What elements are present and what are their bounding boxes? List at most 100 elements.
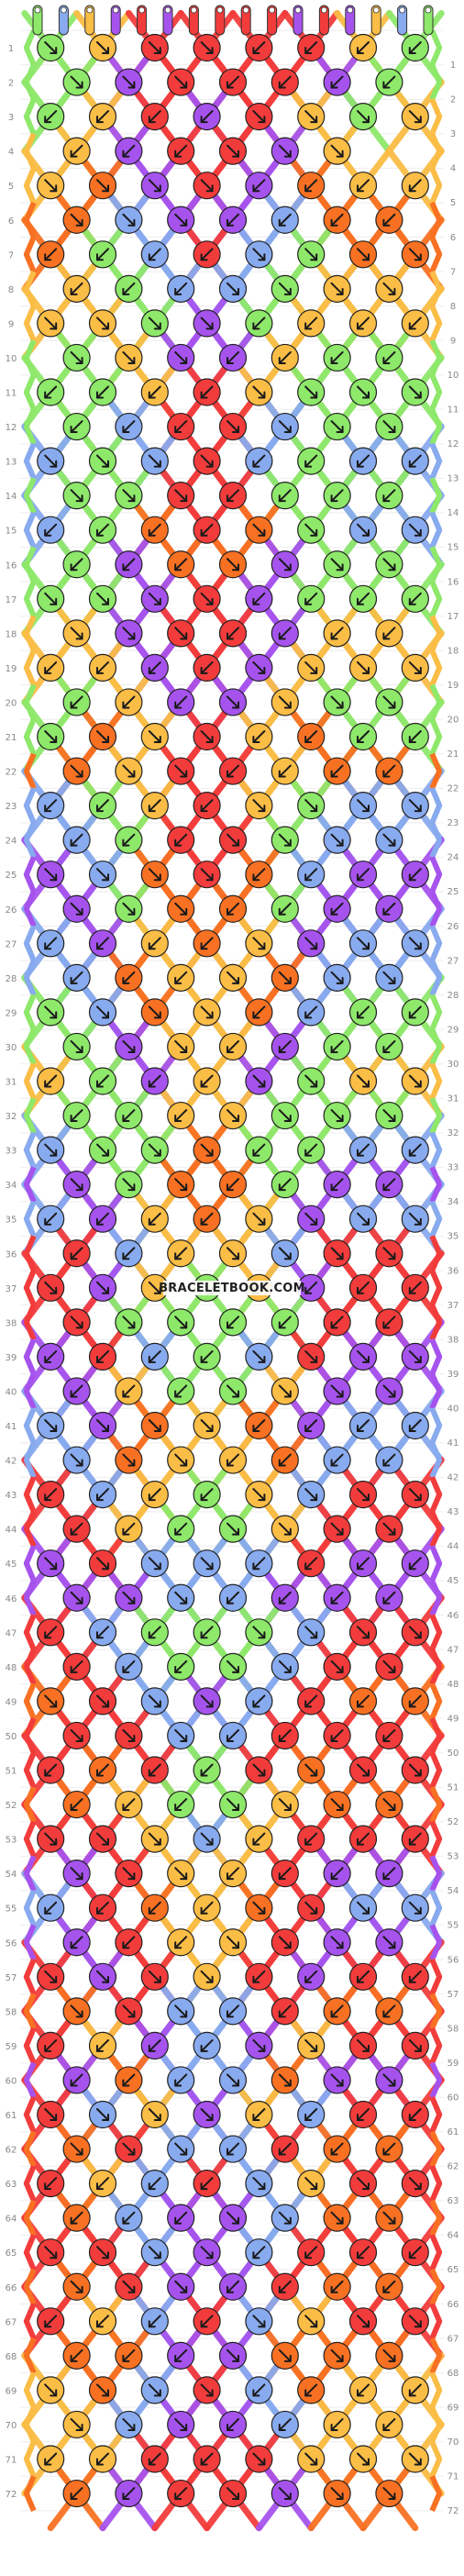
knot — [297, 1136, 326, 1164]
row-number-right: 65 — [447, 2265, 459, 2275]
knot — [88, 1273, 117, 1302]
string-end — [293, 5, 304, 36]
edge-strand — [23, 236, 37, 273]
row-number-right: 53 — [447, 1852, 459, 1862]
knot — [245, 722, 273, 751]
row-number-right: 38 — [447, 1335, 459, 1345]
knot — [218, 1032, 248, 1061]
edge-strand — [23, 994, 37, 1031]
knot — [297, 2376, 326, 2404]
knot — [115, 826, 143, 854]
knot — [140, 1756, 169, 1784]
edge-strand — [23, 2061, 37, 2099]
edge-strand — [23, 1889, 37, 1926]
edge-strand — [429, 1304, 443, 1341]
knot — [271, 757, 299, 785]
edge-strand — [23, 2199, 37, 2237]
knot — [375, 826, 403, 854]
edge-strand — [23, 1441, 37, 1479]
knot — [245, 1205, 273, 1233]
edge-strand — [23, 2268, 37, 2305]
knot — [140, 516, 169, 544]
edge-strand — [429, 1166, 443, 1204]
knot — [323, 205, 351, 234]
edge-strand — [429, 305, 443, 342]
string-end — [162, 5, 173, 36]
row-number-labels: 1122334455667788991010111112121313141415… — [6, 44, 459, 2516]
knot — [271, 2066, 299, 2094]
row-number-left: 46 — [6, 1594, 17, 1604]
knot — [401, 791, 429, 820]
knot — [218, 2272, 248, 2301]
knot — [375, 1446, 403, 1474]
knot — [88, 2031, 117, 2060]
edge-strand — [429, 890, 443, 927]
knot — [115, 343, 143, 372]
knot — [348, 240, 378, 269]
knot — [218, 688, 248, 716]
knot — [62, 963, 91, 992]
knot — [245, 1067, 273, 1095]
edge-strand — [23, 718, 37, 755]
knot — [115, 137, 143, 165]
knot — [193, 1549, 221, 1578]
string-end — [397, 5, 408, 36]
row-number-right: 44 — [447, 1542, 459, 1552]
knot — [297, 1205, 326, 1233]
knot — [245, 1687, 273, 1715]
knot — [375, 2066, 403, 2094]
knot — [193, 929, 221, 958]
knot — [375, 68, 403, 96]
knot — [323, 2479, 351, 2508]
knot — [245, 2031, 273, 2060]
knot — [115, 1308, 143, 1337]
knot — [140, 861, 169, 889]
edge-strand — [429, 2303, 443, 2340]
row-number-left: 64 — [6, 2215, 17, 2225]
row-number-right: 20 — [447, 715, 459, 725]
knot — [348, 2170, 378, 2198]
knot — [193, 1205, 221, 1233]
knot — [140, 1411, 169, 1440]
knot — [167, 1239, 195, 1268]
knot — [218, 550, 248, 579]
knot — [297, 1067, 326, 1095]
edge-strand — [429, 580, 443, 617]
knot — [271, 1171, 299, 1199]
edge-strand — [23, 1993, 37, 2030]
row-number-left: 9 — [8, 319, 14, 329]
knot — [37, 1136, 65, 1164]
knot — [348, 102, 378, 131]
knot — [62, 2341, 91, 2370]
knot — [62, 343, 91, 372]
knot — [375, 1652, 403, 1681]
knot — [62, 2410, 91, 2439]
knot — [323, 2341, 351, 2370]
knot — [323, 2204, 351, 2232]
knot — [37, 447, 65, 475]
knot — [375, 205, 403, 234]
knot — [88, 378, 117, 406]
knot — [115, 2341, 143, 2370]
row-number-left: 38 — [6, 1318, 17, 1328]
row-number-right: 10 — [447, 371, 459, 381]
edge-strand — [23, 2026, 37, 2064]
row-number-right: 62 — [447, 2162, 459, 2172]
knot — [245, 2445, 273, 2473]
row-number-left: 16 — [6, 561, 17, 571]
knot — [37, 1480, 65, 1509]
row-number-left: 44 — [6, 1526, 17, 1536]
knot — [375, 688, 403, 716]
row-number-left: 41 — [6, 1422, 17, 1432]
knot — [245, 447, 273, 475]
knot — [37, 1825, 65, 1853]
top-string-ends — [32, 5, 434, 36]
knot — [62, 68, 91, 96]
knot — [88, 2307, 117, 2336]
knot — [348, 584, 378, 613]
row-number-right: 63 — [447, 2196, 459, 2206]
edge-strand — [23, 270, 37, 307]
row-number-left: 34 — [6, 1181, 17, 1191]
edge-strand — [23, 1648, 37, 1685]
row-number-right: 22 — [447, 784, 459, 794]
